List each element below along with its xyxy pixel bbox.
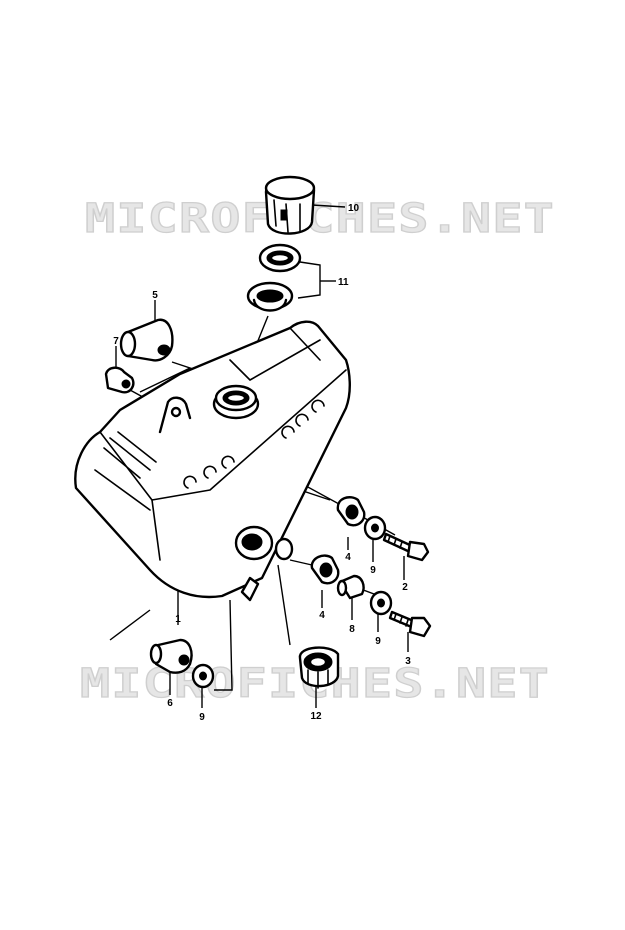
- callout-12: 12: [310, 711, 322, 722]
- callout-7: 7: [113, 336, 119, 347]
- cap-gasket: [258, 243, 302, 273]
- callout-6: 6: [167, 698, 173, 709]
- cushion-4-lower: [310, 554, 340, 585]
- bolt-3: [388, 610, 432, 638]
- bolt-2: [382, 532, 430, 562]
- washer-9-upper: [363, 515, 387, 541]
- callout-10: 10: [348, 203, 360, 214]
- fuel-cap: [264, 175, 316, 235]
- callout-labels: 1 2 3 4 4 5 6 7 8 9 9 9 10 11 12: [113, 203, 411, 723]
- callout-8: 8: [349, 624, 355, 635]
- cushion-4-upper: [336, 496, 366, 527]
- callout-1: 1: [175, 614, 181, 625]
- cushion-7: [104, 366, 135, 394]
- washer-9-lower: [369, 590, 393, 616]
- callout-4-lower: 4: [319, 610, 325, 621]
- callout-2: 2: [402, 582, 408, 593]
- cushion-5: [119, 318, 174, 362]
- drain-plug-12: [298, 646, 340, 689]
- spacer-8: [336, 574, 365, 600]
- callout-11: 11: [338, 277, 349, 288]
- callout-4-upper: 4: [345, 552, 351, 563]
- watermark-top: MICROFICHES.NET: [85, 196, 555, 242]
- fuel-strainer: [246, 281, 294, 312]
- cushion-6: [149, 638, 193, 674]
- callout-3: 3: [405, 656, 411, 667]
- callout-5: 5: [152, 290, 158, 301]
- callout-9-upper: 9: [370, 565, 376, 576]
- callout-9-left: 9: [199, 712, 205, 723]
- washer-9-left: [191, 663, 215, 689]
- callout-9-lower: 9: [375, 636, 381, 647]
- fuel-tank: [74, 320, 351, 602]
